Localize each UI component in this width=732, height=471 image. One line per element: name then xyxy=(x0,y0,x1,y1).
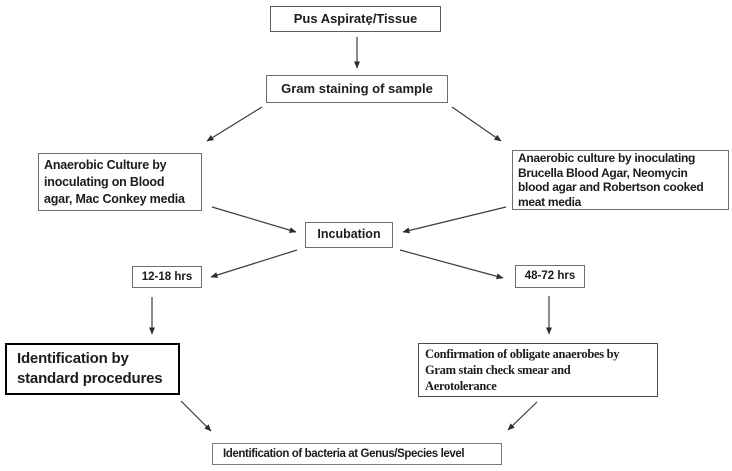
node-identification-standard-procedures: Identification by standard procedures xyxy=(5,343,180,395)
arrow-culture-left-to-incubation xyxy=(211,206,297,234)
node-duration-48-72-hrs-label: 48-72 hrs xyxy=(524,270,576,283)
node-duration-12-18-hrs-label: 12-18 hrs xyxy=(141,270,193,283)
stray-dot: . xyxy=(367,14,371,28)
node-duration-48-72-hrs: 48-72 hrs xyxy=(515,265,585,288)
arrow-culture-right-to-incubation xyxy=(402,206,507,234)
node-identification-standard-procedures-label: Identification by standard procedures xyxy=(17,350,163,387)
arrow-incubation-to-hrs-right xyxy=(399,249,504,280)
node-incubation: Incubation xyxy=(305,222,393,248)
node-confirmation-obligate-anaerobes-label: Confirmation of obligate anaerobes by Gr… xyxy=(425,347,620,393)
node-gram-staining-label: Gram staining of sample xyxy=(281,80,433,96)
arrow-gram-to-culture-right xyxy=(451,106,502,142)
arrow-identification-to-genus xyxy=(180,400,212,432)
node-duration-12-18-hrs: 12-18 hrs xyxy=(132,266,202,288)
node-gram-staining: Gram staining of sample xyxy=(266,75,448,103)
arrow-incubation-to-hrs-left xyxy=(210,249,298,278)
node-anaerobic-culture-blood-agar-label: Anaerobic Culture by inoculating on Bloo… xyxy=(44,157,185,206)
node-pus-aspirate: Pus Aspirate/Tissue xyxy=(270,6,441,32)
node-genus-species-identification-label: Identification of bacteria at Genus/Spec… xyxy=(223,447,465,460)
node-confirmation-obligate-anaerobes: Confirmation of obligate anaerobes by Gr… xyxy=(418,343,658,397)
node-pus-aspirate-label: Pus Aspirate/Tissue xyxy=(293,10,418,26)
arrow-gram-to-culture-left xyxy=(206,106,263,142)
node-anaerobic-culture-brucella: Anaerobic culture by inoculating Brucell… xyxy=(512,150,729,210)
node-genus-species-identification: Identification of bacteria at Genus/Spec… xyxy=(212,443,502,465)
node-anaerobic-culture-brucella-label: Anaerobic culture by inoculating Brucell… xyxy=(518,151,704,209)
arrow-confirmation-to-genus xyxy=(507,401,538,431)
node-incubation-label: Incubation xyxy=(317,227,381,242)
node-anaerobic-culture-blood-agar: Anaerobic Culture by inoculating on Bloo… xyxy=(38,153,202,211)
